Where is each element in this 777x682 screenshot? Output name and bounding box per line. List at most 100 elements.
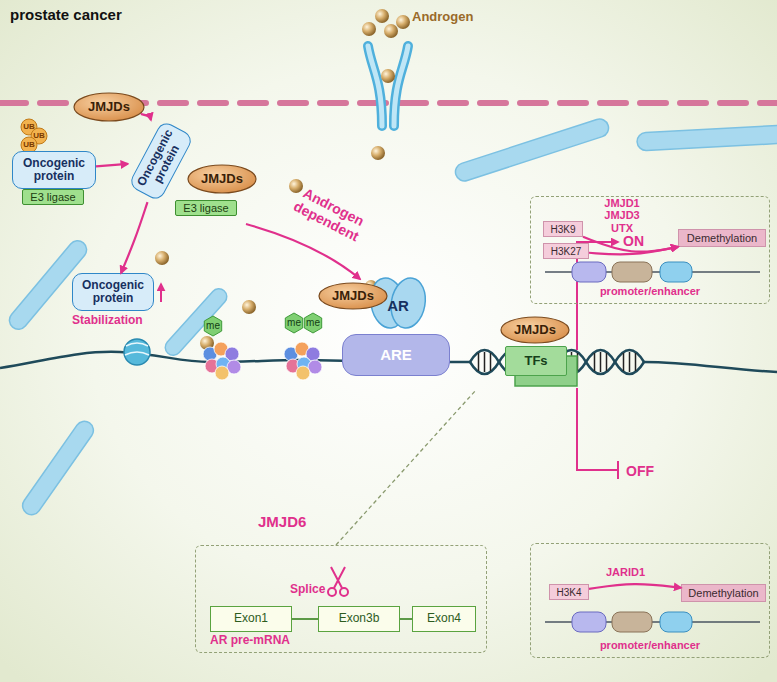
protein-box: Oncogenic protein: [72, 273, 154, 311]
node-text: E3 ligase: [30, 191, 75, 203]
ellipse-outline: [319, 283, 387, 309]
node-text: promoter/enhancer: [531, 285, 769, 297]
enzyme-label: JARID1: [606, 566, 645, 578]
methyl-tag: me: [303, 317, 323, 329]
result-box: Demethylation: [681, 584, 766, 602]
increase-arrow: [160, 284, 162, 302]
nucleosome-dna: [125, 343, 149, 355]
node-text: ARE: [380, 347, 412, 364]
node-text: Exon1: [234, 612, 268, 625]
nucleosome: [660, 612, 692, 632]
androgen-molecule: [371, 146, 385, 160]
state-label: OFF: [626, 463, 654, 479]
connector-arrow: [400, 618, 412, 620]
connector-arrow: [589, 247, 678, 255]
node-text: JMJDs: [514, 323, 556, 337]
node-text: Oncogenic protein: [13, 157, 95, 183]
connector-arrow: [96, 164, 128, 167]
histone: [215, 366, 229, 380]
exon-box: Exon1: [210, 606, 292, 632]
organelle: [19, 418, 97, 518]
methyl-tag: me: [203, 320, 223, 332]
histone-mark: H3K4: [549, 584, 589, 600]
node-text: JMJDs: [201, 172, 243, 186]
methyl-mark: [304, 313, 321, 333]
enzyme-ellipse: JMJDs: [73, 92, 145, 122]
androgen-molecule: [375, 9, 389, 23]
nucleosome: [572, 262, 606, 282]
protein-box: Oncogenic protein: [128, 120, 195, 202]
organelle: [453, 117, 611, 184]
androgen-molecule: [155, 251, 169, 265]
enzyme-ellipse: JMJDs: [318, 282, 388, 310]
node-text: Demethylation: [688, 587, 758, 599]
node-text: JMJDs: [332, 289, 374, 303]
protein-box: Oncogenic protein: [12, 151, 96, 189]
enzyme-ellipse: JMJDs: [500, 316, 570, 344]
inset-panel: H3K4 Demethylation promoter/enhancer: [530, 543, 770, 658]
node-text: Exon4: [427, 612, 461, 625]
androgen-molecule: [242, 300, 256, 314]
response-element: ARE: [342, 334, 450, 376]
node-text: AR pre-mRNA: [210, 633, 290, 647]
repression-bar: [577, 388, 618, 479]
exon-box: Exon3b: [318, 606, 400, 632]
ellipse-outline: [74, 93, 144, 121]
enzyme-label: JMJD1 JMJD3 UTX: [601, 197, 643, 234]
e3-ligase-box: E3 ligase: [175, 200, 237, 216]
androgen-molecule: [289, 179, 303, 193]
methyl-mark: [285, 313, 302, 333]
receptor-arm: [394, 46, 408, 126]
e3-ligase-box: E3 ligase: [22, 189, 84, 205]
histone-mark: H3K9: [543, 221, 583, 237]
connector-arrow: [583, 237, 678, 252]
receptor-shape: AR: [368, 276, 428, 336]
state-label: ON: [623, 233, 644, 249]
process-note: Splice: [290, 583, 325, 597]
connector-arrow: [292, 618, 318, 620]
androgen-molecule: [362, 22, 376, 36]
scissors: [331, 567, 345, 588]
androgen-molecule: [384, 24, 398, 38]
ubiquitin-tag: UB: [20, 140, 38, 149]
ubiquitin-tag: UB: [30, 131, 48, 140]
nucleosome: [124, 339, 150, 365]
scissors: [340, 588, 348, 596]
androgen-molecule: [396, 15, 410, 29]
leader-line: [336, 390, 476, 545]
node-text: promoter/enhancer: [531, 639, 769, 651]
node-text: Oncogenic protein: [132, 123, 189, 199]
node-text: JMJDs: [88, 100, 130, 114]
process-note: Androgen dependent: [278, 177, 382, 251]
nucleosome: [612, 262, 652, 282]
ubiquitin-tag: UB: [20, 122, 38, 131]
node-text: H3K9: [550, 224, 575, 235]
molecule-name: Androgen: [412, 10, 473, 25]
scissors: [328, 588, 336, 596]
enzyme-ellipse: JMJDs: [187, 164, 257, 194]
node-text: E3 ligase: [183, 202, 228, 214]
methyl-tag: me: [284, 317, 304, 329]
connector-arrow: [141, 114, 151, 120]
factor-box: TFs: [505, 346, 567, 376]
organelle: [637, 125, 777, 151]
androgen-arrow: [246, 224, 360, 279]
receptor-arm: [368, 46, 382, 126]
node-text: TFs: [524, 354, 547, 368]
histone-mark: H3K27: [543, 243, 589, 259]
node-text: H3K4: [556, 587, 581, 598]
inset-panel: Exon1Exon3bExon4JMJD6AR pre-mRNA: [195, 545, 487, 653]
node-text: Demethylation: [687, 232, 757, 244]
histone: [296, 366, 310, 380]
node-text: Exon3b: [339, 612, 380, 625]
nucleosome: [612, 612, 652, 632]
receptor-arm: [394, 46, 408, 126]
connector-arrow: [121, 202, 147, 273]
inset-panel: H3K9H3K27 Demethylation promoter/enhancer: [530, 196, 770, 304]
node-text: Oncogenic protein: [73, 279, 153, 305]
node-text: JMJD6: [258, 513, 306, 530]
process-note: Stabilization: [72, 314, 143, 328]
